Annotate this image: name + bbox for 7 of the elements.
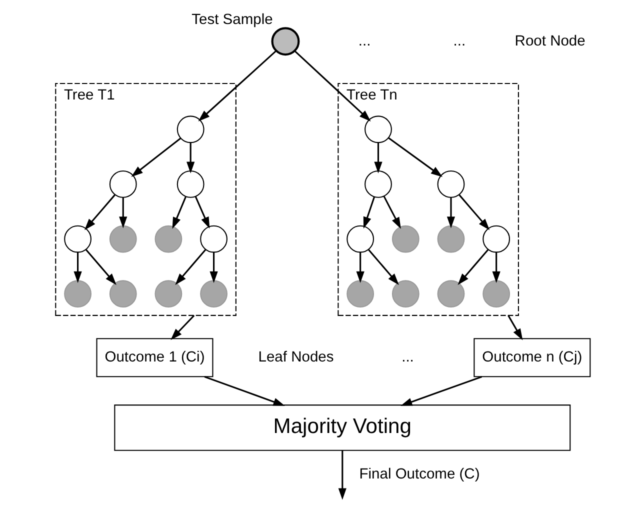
label: Root Node (514, 33, 585, 50)
node-label: Test Sample (191, 12, 272, 28)
edge-label: Final Outcome (C) (358, 466, 480, 483)
label: ... (452, 33, 466, 50)
label: ... (358, 33, 370, 50)
label: Leaf Nodes (258, 350, 334, 366)
label: ... (401, 350, 414, 366)
